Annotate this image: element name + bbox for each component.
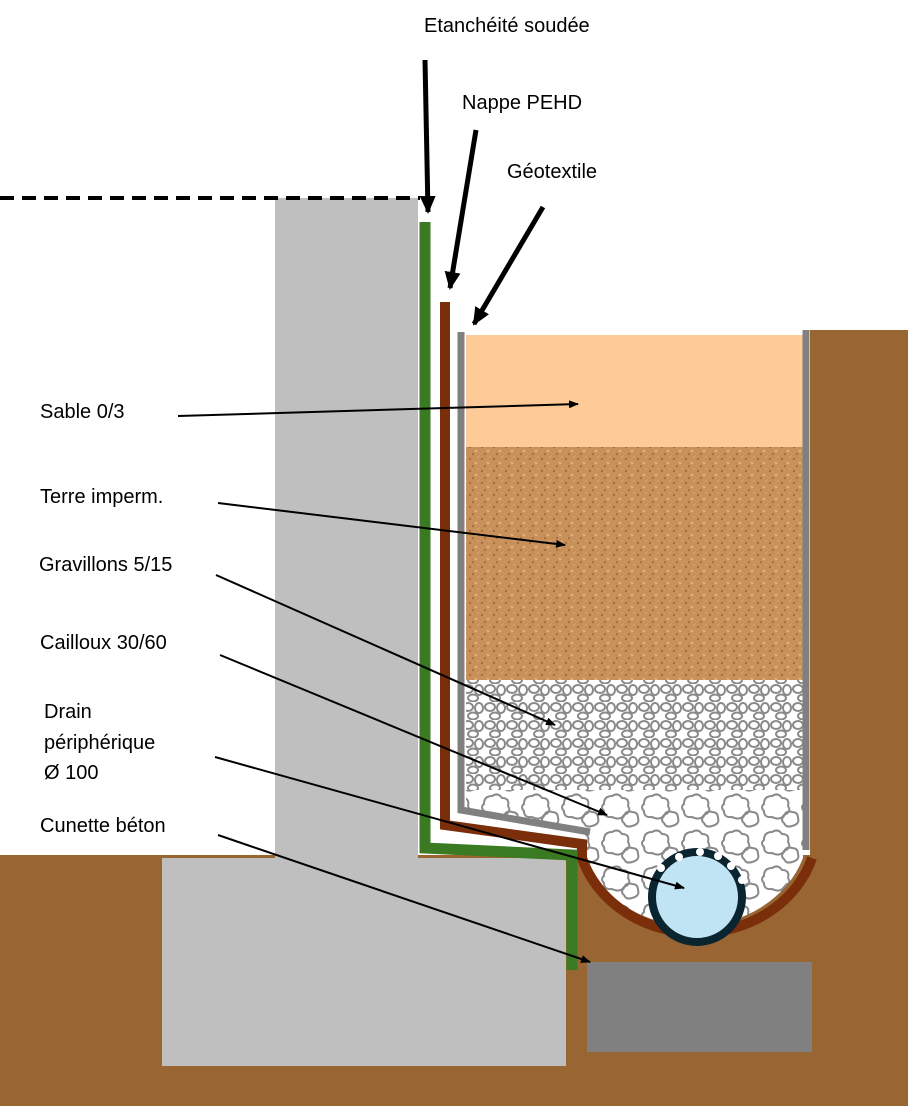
arrow-gravillons [215,574,556,726]
label-drain-line1: Drain [44,701,92,723]
label-drain-line2: périphérique [44,732,155,754]
geotextile-membrane [457,332,591,836]
gravel-layer [466,680,803,810]
label-gravillons: Gravillons 5/15 [39,554,172,576]
arrow-cailloux [219,654,608,816]
foundation-wall [275,198,418,860]
welded-waterproofing [419,222,578,970]
label-drain-line3: Ø 100 [44,762,98,784]
label-cailloux: Cailloux 30/60 [40,632,167,654]
arrow-terre [217,502,566,548]
label-etancheite: Etanchéité soudée [424,15,590,37]
label-sable: Sable 0/3 [40,401,125,423]
label-cunette: Cunette béton [40,815,166,837]
earth-layer [466,447,803,680]
arrow-nappe [444,129,479,290]
concrete-channel [587,962,812,1052]
ground-soil-right [810,330,908,860]
sand-layer [466,335,803,447]
arrow-sable [177,400,579,417]
arrow-cunette [217,834,591,963]
arrow-geotextile [471,205,546,326]
label-geotextile: Géotextile [507,161,597,183]
arrow-drain [214,756,685,890]
drain-perforations [657,848,746,884]
label-nappe: Nappe PEHD [462,92,582,114]
label-terre: Terre imperm. [40,486,163,508]
arrow-etancheite [419,59,436,214]
foundation-footing [162,858,566,1066]
